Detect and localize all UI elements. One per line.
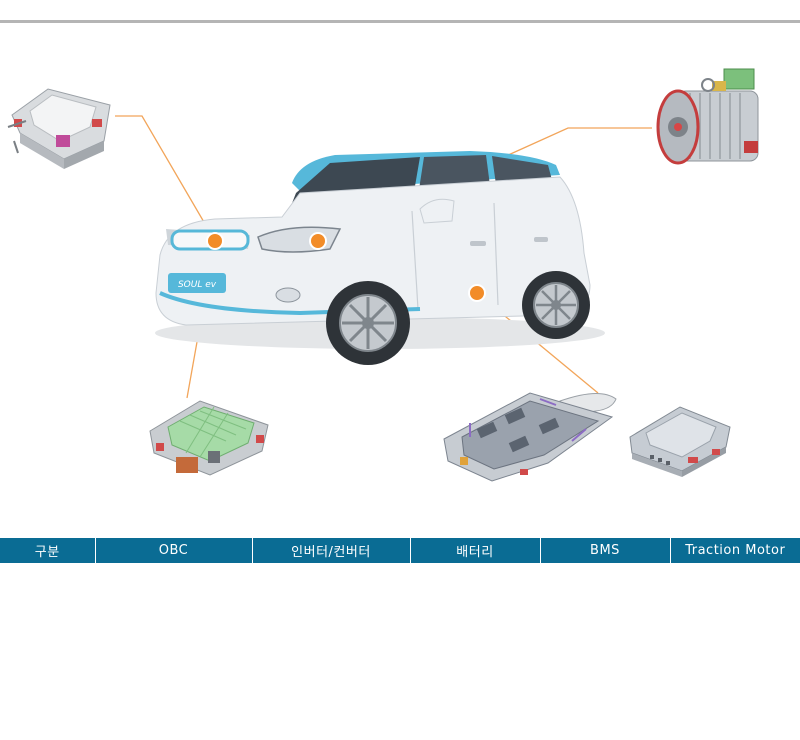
- header-bms: BMS: [540, 538, 671, 563]
- header-battery: 배터리: [410, 538, 541, 563]
- top-divider: [0, 20, 800, 23]
- ev-component-diagram: SOUL ev: [0, 23, 800, 538]
- bms-module-icon: [629, 406, 731, 477]
- obc-module-icon: [7, 88, 111, 169]
- rear-wheel: [522, 271, 590, 339]
- component-header-table: 구분 OBC 인버터/컨버터 배터리 BMS Traction Motor: [0, 538, 800, 563]
- diagram-canvas: SOUL ev: [7, 68, 759, 482]
- marker-headlight[interactable]: [309, 232, 327, 250]
- battery-pack-icon: [443, 392, 617, 482]
- front-wheel: [326, 281, 410, 365]
- header-inverter-converter: 인버터/컨버터: [252, 538, 411, 563]
- marker-front-grille[interactable]: [206, 232, 224, 250]
- header-category: 구분: [0, 538, 96, 563]
- marker-underbody[interactable]: [468, 284, 486, 302]
- vehicle-badge: SOUL ev: [178, 280, 217, 290]
- traction-motor-icon: [656, 68, 759, 165]
- car-illustration: SOUL ev: [155, 151, 605, 365]
- header-obc: OBC: [95, 538, 253, 563]
- leader-line-obc: [115, 115, 216, 242]
- inverter-converter-icon: [149, 400, 269, 476]
- header-traction-motor: Traction Motor: [670, 538, 800, 563]
- table-header-row: 구분 OBC 인버터/컨버터 배터리 BMS Traction Motor: [0, 538, 800, 563]
- component-markers: [206, 232, 486, 302]
